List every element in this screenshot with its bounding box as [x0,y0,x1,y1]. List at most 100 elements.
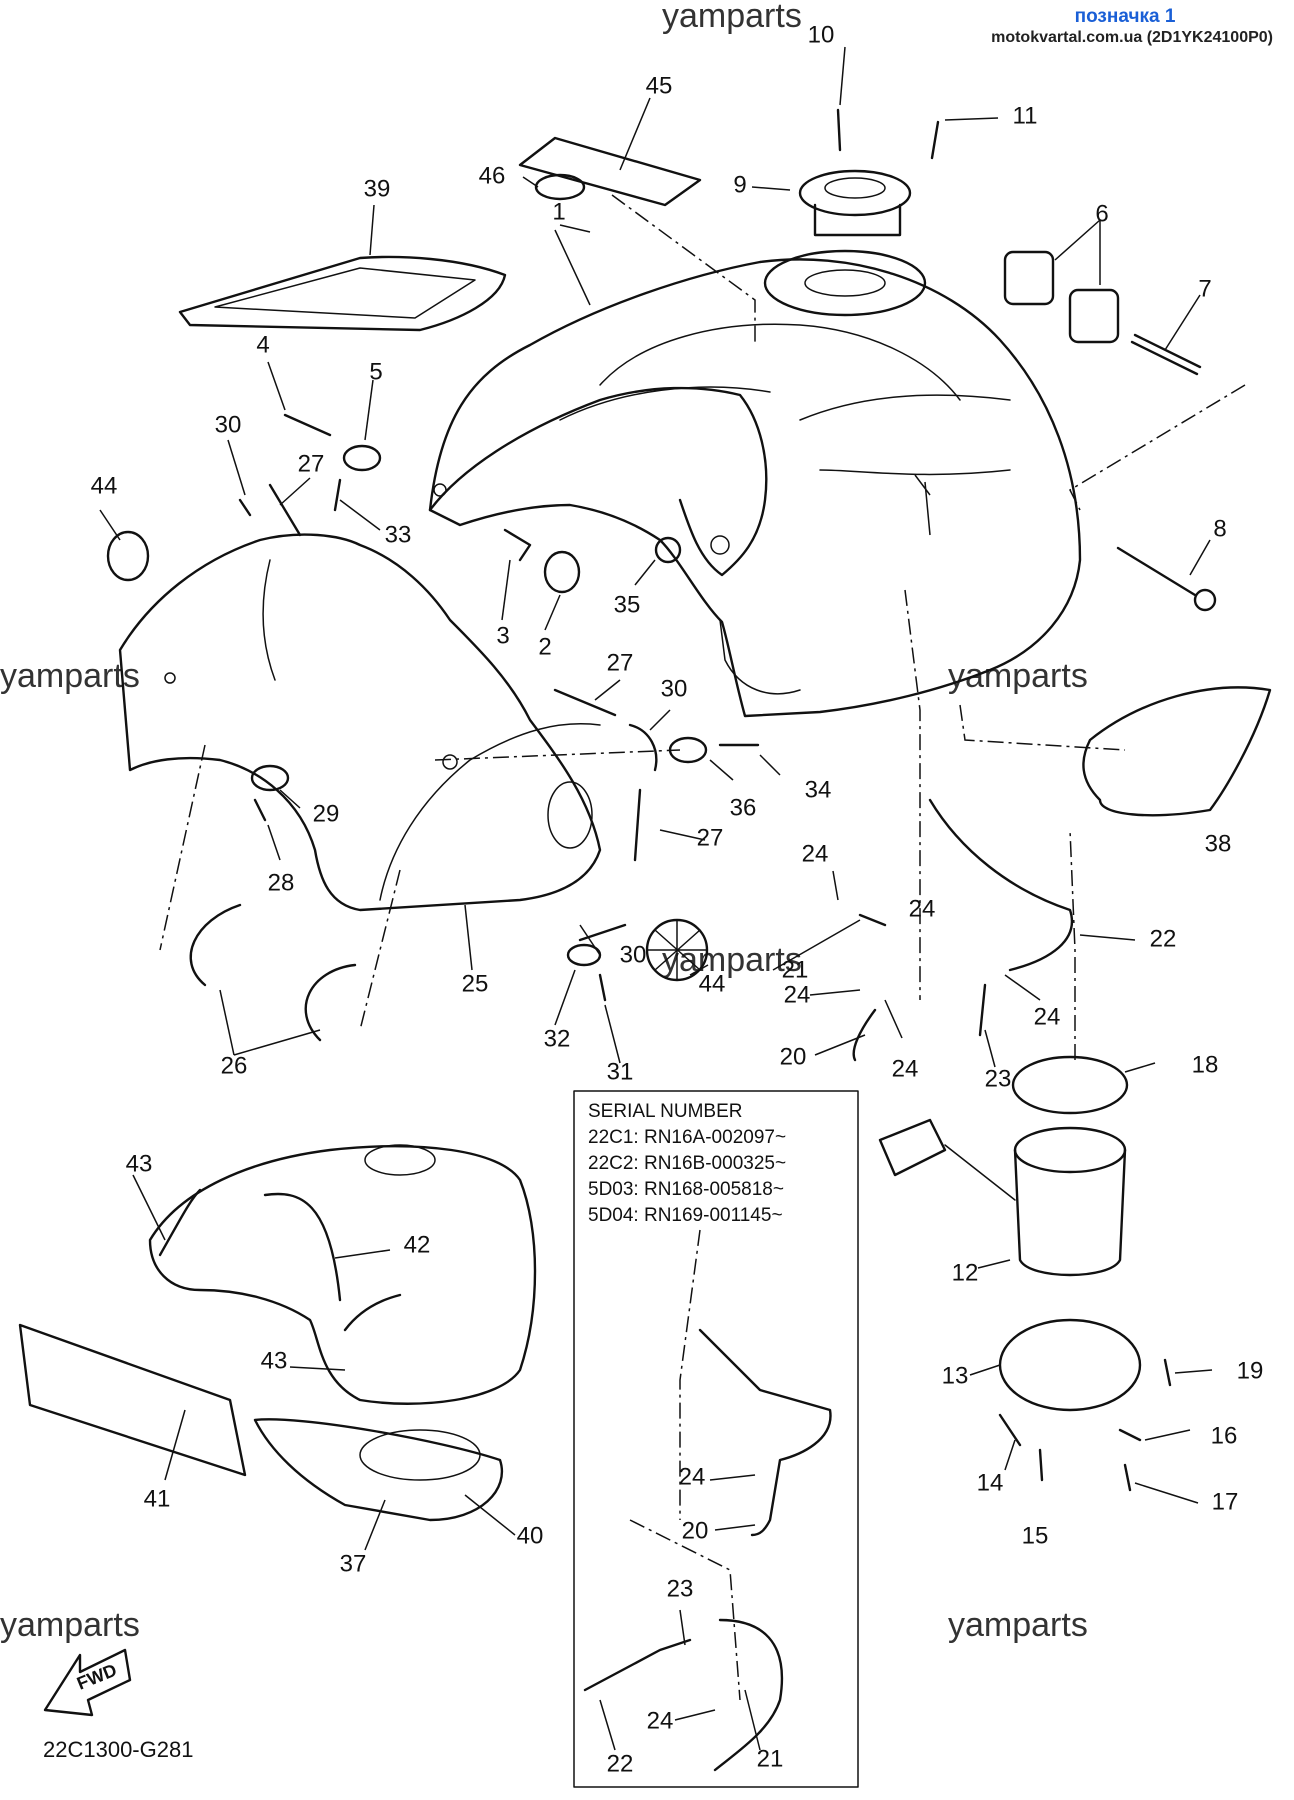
diagram-code: 22C1300-G281 [43,1737,193,1762]
callout-18: 18 [1192,1051,1219,1078]
callout-24-f: 24 [679,1463,706,1490]
oring-18-shape [1011,1055,1129,1115]
cover-37-shape [253,1418,503,1522]
callout-8: 8 [1213,515,1226,542]
strip-27-b-shape [633,788,642,862]
tank-underside-drawing [148,1144,537,1405]
damper-6-shapes [1003,250,1120,344]
callout-23: 23 [985,1065,1012,1092]
callout-12: 12 [952,1259,979,1286]
callout-40: 40 [517,1522,544,1549]
callout-3: 3 [496,622,509,649]
plate-13-shape [998,1318,1142,1412]
callout-34: 34 [805,776,832,803]
screw-11-shape [930,120,940,160]
bracket-3-shape [503,528,532,562]
header-source: motokvartal.com.ua (2D1YK24100P0) [991,29,1273,46]
callout-30-b: 30 [661,675,688,702]
callout-20-b: 20 [682,1517,709,1544]
callout-45: 45 [646,72,673,99]
clip-30-b-shape [628,723,658,772]
leader-lines [99,46,1213,1751]
serial-number-box [573,1090,859,1788]
callout-24-b: 24 [909,895,936,922]
callout-27-c: 27 [697,824,724,851]
bracket-14-shape [998,1413,1022,1447]
callout-41: 41 [144,1485,171,1512]
callout-5: 5 [369,358,382,385]
watermark-bottom-right: yamparts [948,1606,1088,1644]
strip-42-shape [263,1192,342,1302]
callout-24-d: 24 [1034,1003,1061,1030]
fuel-pump-12-shape [878,1118,1127,1277]
callout-37: 37 [340,1550,367,1577]
header-title: позначка 1 [1075,6,1176,27]
callout-36: 36 [730,794,757,821]
bolt-33-shape [333,478,342,512]
callout-22-b: 22 [607,1750,634,1777]
callout-10: 10 [808,21,835,48]
cover-44-shape [106,530,150,582]
callout-6: 6 [1095,200,1108,227]
callout-2: 2 [538,633,551,660]
cushion-26-a-shape [189,903,242,987]
side-cover-drawing [118,533,602,912]
fwd-arrow-icon: FWD [43,1648,132,1717]
callout-26: 26 [221,1052,248,1079]
serial-line-4: 5D04: RN169-001145~ [588,1205,783,1226]
callout-17: 17 [1212,1488,1239,1515]
callout-21-b: 21 [757,1745,784,1772]
nut-35-shape [654,536,682,564]
collar-28-shape [253,798,267,822]
cap-9-shape [798,169,912,237]
serial-line-1: 22C1: RN16A-002097~ [588,1127,786,1148]
hose-22-shape [928,798,1073,972]
callout-13: 13 [942,1362,969,1389]
callout-22: 22 [1150,925,1177,952]
callout-30-a: 30 [215,411,242,438]
grommet-29-shape [250,764,290,792]
callout-27-a: 27 [298,450,325,477]
callout-39: 39 [364,175,391,202]
callout-20: 20 [780,1043,807,1070]
callout-11: 11 [1013,102,1038,129]
bolt-19-shape [1163,1358,1172,1387]
callout-7: 7 [1198,275,1211,302]
strip-43-a-shape [158,1188,202,1257]
bolt-17-shape [1123,1463,1132,1492]
callout-28: 28 [268,869,295,896]
bolt-4-shape [283,413,332,437]
strip-43-b-shape [343,1293,402,1332]
grommet-2-shape [543,550,581,594]
callout-14: 14 [977,1469,1004,1496]
fuel-tank-drawing [428,249,1082,718]
watermark-left: yamparts [0,657,140,695]
callout-4: 4 [256,331,269,358]
callout-24-c: 24 [784,981,811,1008]
strip-27-a-shape [553,688,617,717]
watermark-bottom-left: yamparts [0,1606,140,1644]
callout-23-b: 23 [667,1575,694,1602]
grill-44-shape [645,918,709,982]
clip-30-a-shape [238,498,252,517]
callout-1: 1 [552,198,565,225]
serial-line-3: 5D03: RN168-005818~ [588,1179,784,1200]
callout-29: 29 [313,800,340,827]
clip-30-c-shape [578,923,627,942]
serial-box-hoses [583,1328,832,1772]
callout-19: 19 [1237,1357,1264,1384]
sheet-41-shape [18,1323,247,1477]
callout-44-b: 44 [699,970,726,997]
callout-24-e: 24 [892,1055,919,1082]
callout-9: 9 [733,171,746,198]
callout-32: 32 [544,1025,571,1052]
screw-31-shape [598,973,607,1002]
screw-10-shape [836,108,842,152]
callout-42: 42 [404,1231,431,1258]
callout-24-g: 24 [647,1707,674,1734]
callout-46: 46 [479,162,506,189]
cover-40-shape [359,1429,481,1481]
callout-43-a: 43 [126,1150,153,1177]
callout-33: 33 [385,521,412,548]
